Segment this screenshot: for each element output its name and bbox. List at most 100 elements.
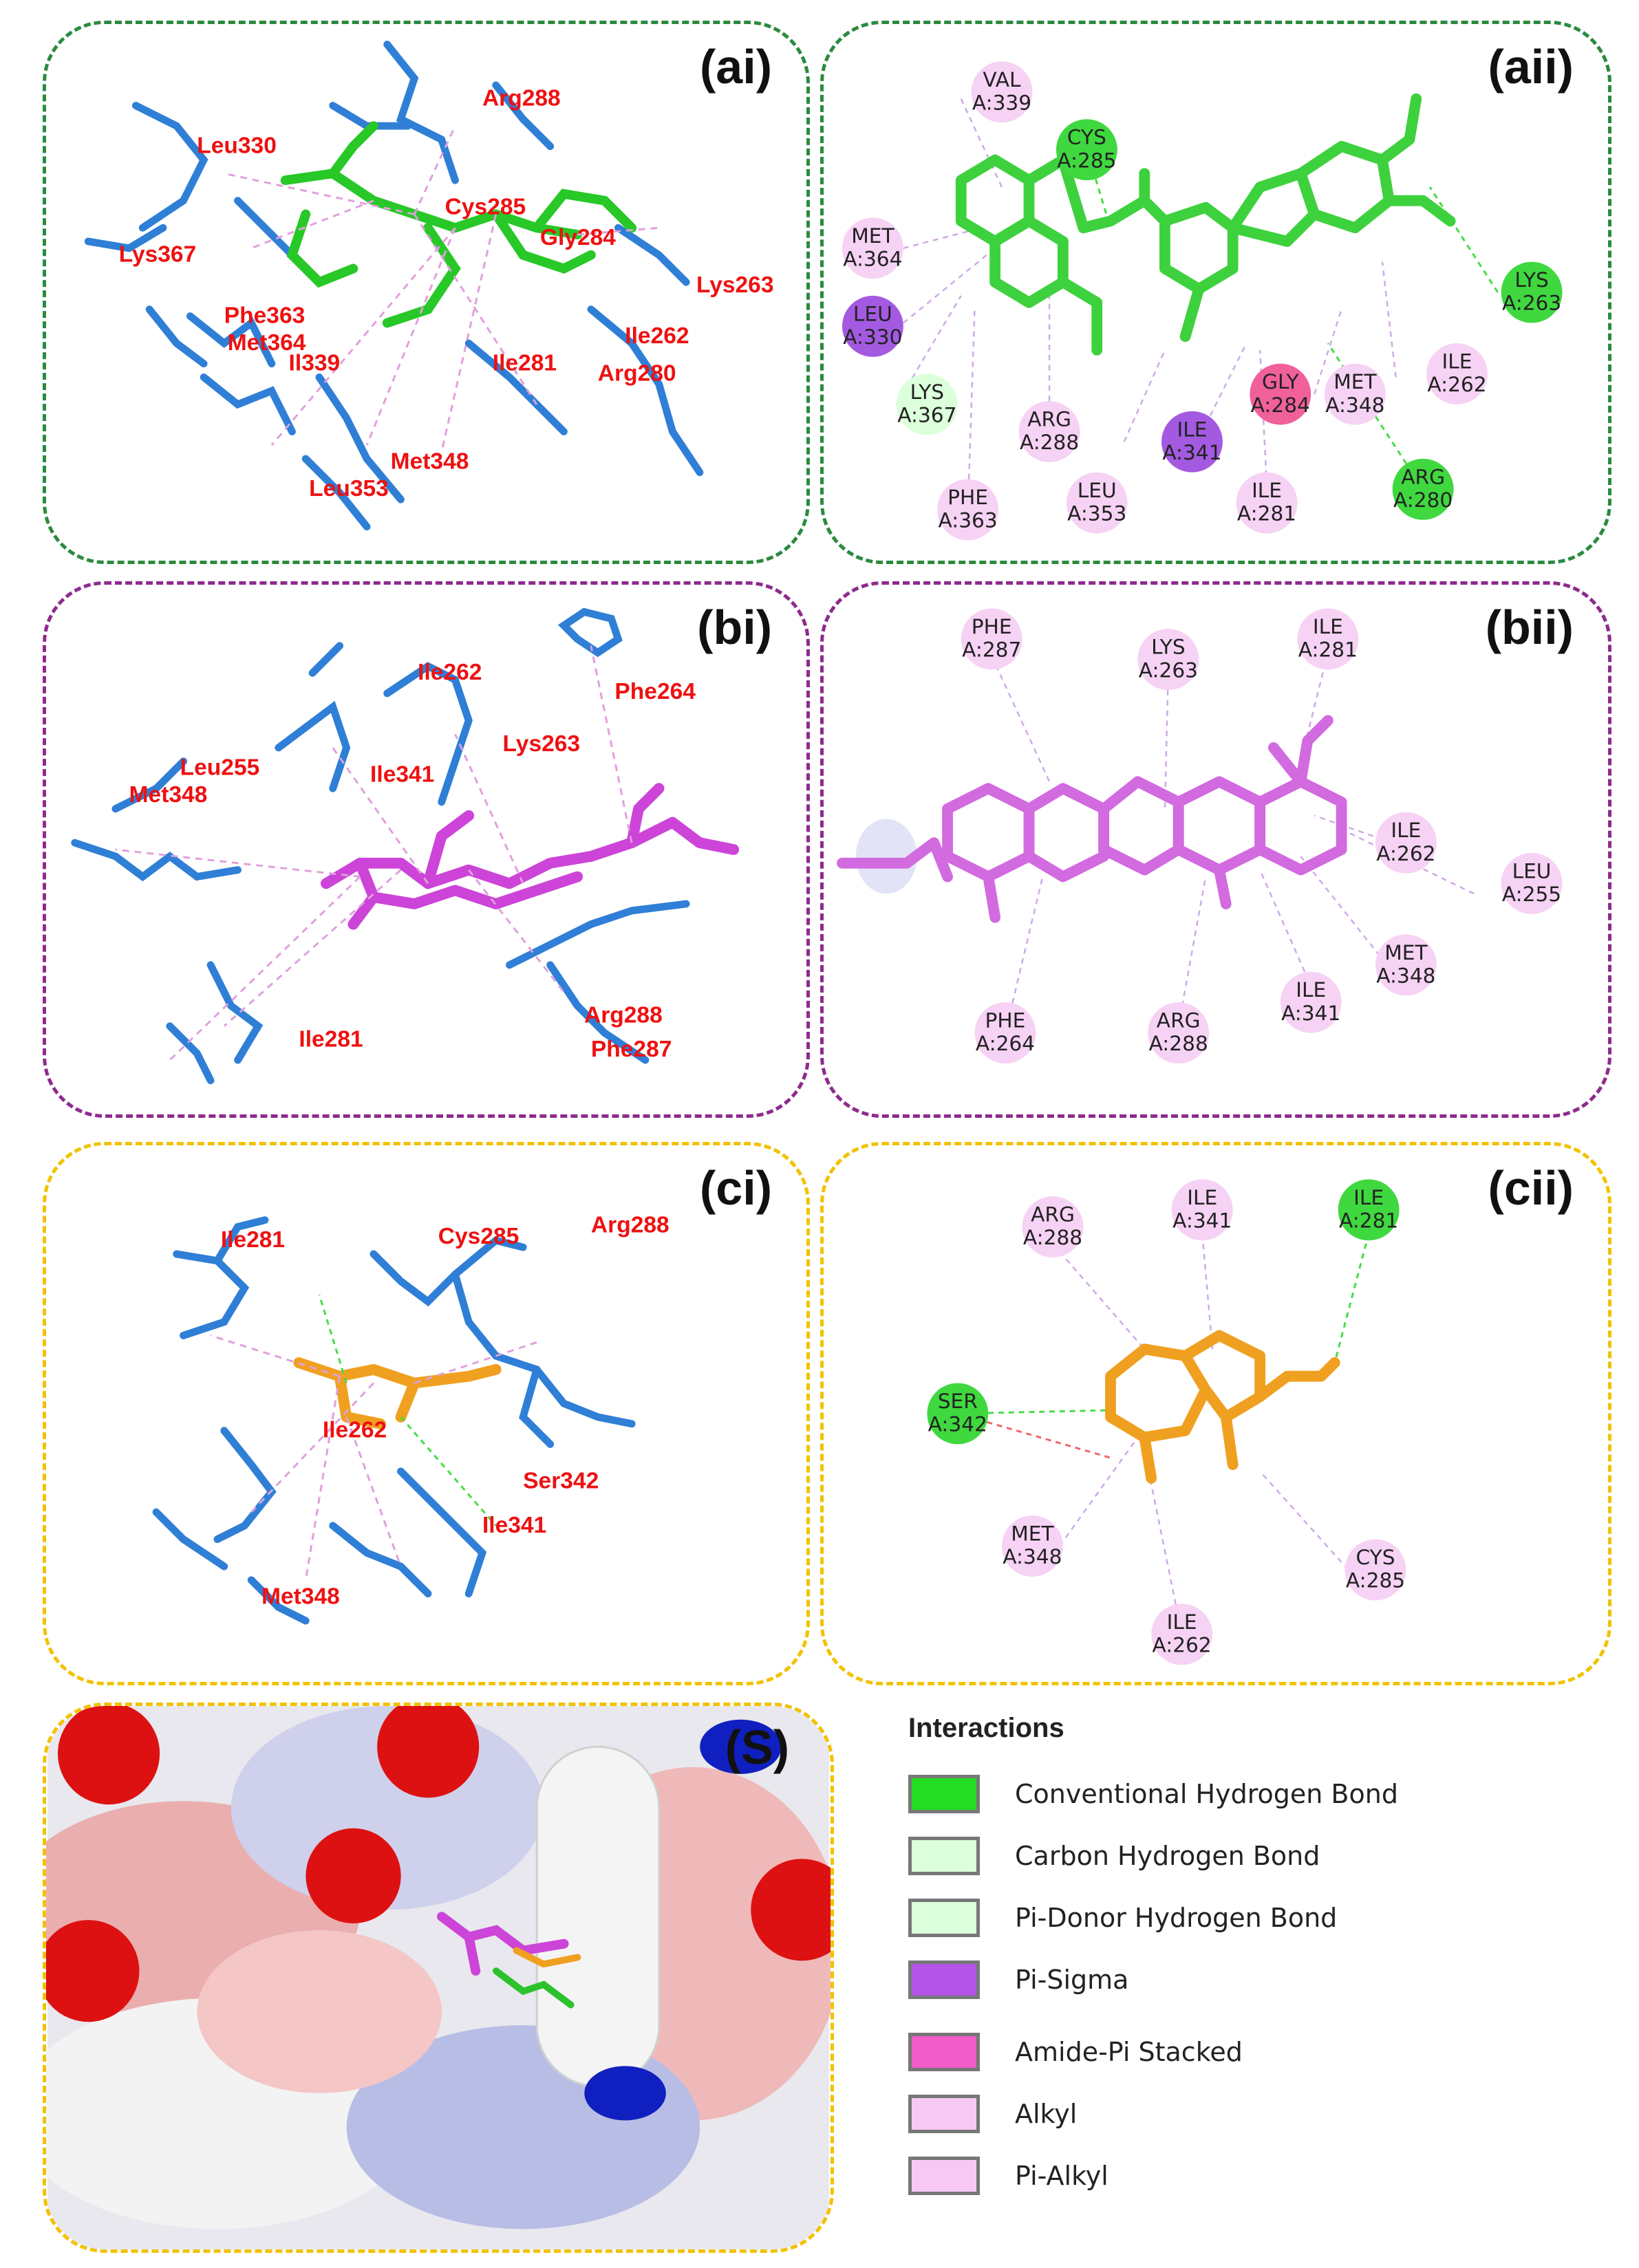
svg-text:ILE: ILE <box>1353 1186 1384 1209</box>
svg-text:A:348: A:348 <box>1376 964 1435 987</box>
svg-text:ILE: ILE <box>1177 418 1207 441</box>
svg-text:A:285: A:285 <box>1057 149 1116 172</box>
ai-label: Il339 <box>289 351 341 376</box>
svg-text:ILE: ILE <box>1442 350 1472 374</box>
ci-structure: Ile281 Cys285 Arg288 Ile262 Ser342 Ile34… <box>152 1212 669 1625</box>
cii-unfavorable-line <box>957 1412 1111 1459</box>
legend-swatch <box>908 1899 980 1937</box>
ci-label: Ile281 <box>221 1227 285 1253</box>
ci-label: Met348 <box>261 1584 340 1609</box>
ci-label: Ile341 <box>482 1513 546 1538</box>
svg-text:A:339: A:339 <box>972 91 1031 114</box>
bi-label: Phe264 <box>614 679 696 704</box>
svg-text:A:263: A:263 <box>1139 658 1198 682</box>
svg-text:ILE: ILE <box>1187 1186 1217 1209</box>
bi-label: Ile281 <box>299 1026 363 1052</box>
panel-label: (bi) <box>697 601 772 654</box>
panel-label: (S) <box>725 1720 789 1774</box>
interactions-legend: Interactions Conventional Hydrogen Bond … <box>895 1706 1617 2256</box>
svg-text:A:348: A:348 <box>1003 1545 1062 1568</box>
ci-residue-labels: Ile281 Cys285 Arg288 Ile262 Ser342 Ile34… <box>221 1212 669 1609</box>
legend-item: Pi-Alkyl <box>908 2157 1596 2205</box>
ai-label: Lys367 <box>119 242 197 268</box>
svg-text:LEU: LEU <box>1078 479 1117 502</box>
svg-text:VAL: VAL <box>983 68 1021 91</box>
svg-text:A:367: A:367 <box>897 404 956 427</box>
aii-ligand <box>955 93 1456 356</box>
legend-label: Pi-Alkyl <box>1015 2161 1108 2191</box>
ai-label: Phe363 <box>224 303 306 328</box>
ci-protein-sticks <box>152 1216 636 1625</box>
bi-interaction-lines <box>115 645 633 1061</box>
ai-label: Leu330 <box>197 133 277 159</box>
svg-text:A:330: A:330 <box>843 325 902 349</box>
svg-text:ARG: ARG <box>1027 408 1071 431</box>
ci-label: Ser342 <box>523 1469 599 1494</box>
svg-text:A:281: A:281 <box>1237 502 1296 526</box>
ai-structure: Arg288 Leu330 Cys285 Lys367 Gly284 Lys26… <box>84 41 774 531</box>
svg-text:ARG: ARG <box>1401 465 1445 488</box>
ci-interaction-lines <box>210 1335 537 1581</box>
svg-text:A:341: A:341 <box>1172 1209 1232 1232</box>
ai-label: Lys263 <box>696 272 774 298</box>
bi-label: Phe287 <box>591 1037 672 1062</box>
legend-title: Interactions <box>908 1713 1064 1743</box>
svg-text:A:288: A:288 <box>1149 1032 1208 1055</box>
svg-text:ARG: ARG <box>1157 1009 1201 1033</box>
legend-item: Conventional Hydrogen Bond <box>908 1775 1596 1823</box>
bi-label: Met348 <box>129 782 208 808</box>
bi-label: Lys263 <box>503 731 581 757</box>
bi-protein-sticks <box>71 607 690 1085</box>
ai-label: Arg288 <box>482 85 561 111</box>
legend-swatch <box>908 1961 980 1999</box>
svg-text:SER: SER <box>938 1390 978 1413</box>
svg-text:ILE: ILE <box>1391 819 1421 842</box>
svg-text:A:284: A:284 <box>1251 393 1310 417</box>
bi-label: Arg288 <box>584 1003 663 1028</box>
s-ligand <box>437 1912 569 1976</box>
ai-protein-sticks <box>84 41 704 531</box>
svg-text:PHE: PHE <box>985 1009 1026 1033</box>
svg-text:A:287: A:287 <box>962 638 1021 662</box>
panel-label: (bii) <box>1485 601 1574 654</box>
svg-text:LEU: LEU <box>1512 859 1552 883</box>
svg-text:ILE: ILE <box>1313 615 1343 638</box>
legend-label: Amide-Pi Stacked <box>1015 2037 1243 2067</box>
svg-text:ILE: ILE <box>1167 1610 1197 1634</box>
panel-ai: Arg288 Leu330 Cys285 Lys367 Gly284 Lys26… <box>43 21 810 564</box>
ai-label: Ile262 <box>625 323 689 349</box>
panel-label: (ci) <box>700 1161 772 1215</box>
ai-label: Ile281 <box>493 351 557 376</box>
legend-item: Amide-Pi Stacked <box>908 2033 1596 2081</box>
legend-swatch <box>908 1837 980 1875</box>
bii-halo <box>855 819 917 894</box>
legend-swatch <box>908 2095 980 2133</box>
svg-text:LEU: LEU <box>853 302 892 325</box>
svg-text:A:288: A:288 <box>1020 431 1079 454</box>
legend-item: Alkyl <box>908 2095 1596 2143</box>
svg-text:MET: MET <box>1384 941 1428 964</box>
cii-ligand <box>1105 1330 1340 1484</box>
bi-ligand <box>320 783 740 930</box>
